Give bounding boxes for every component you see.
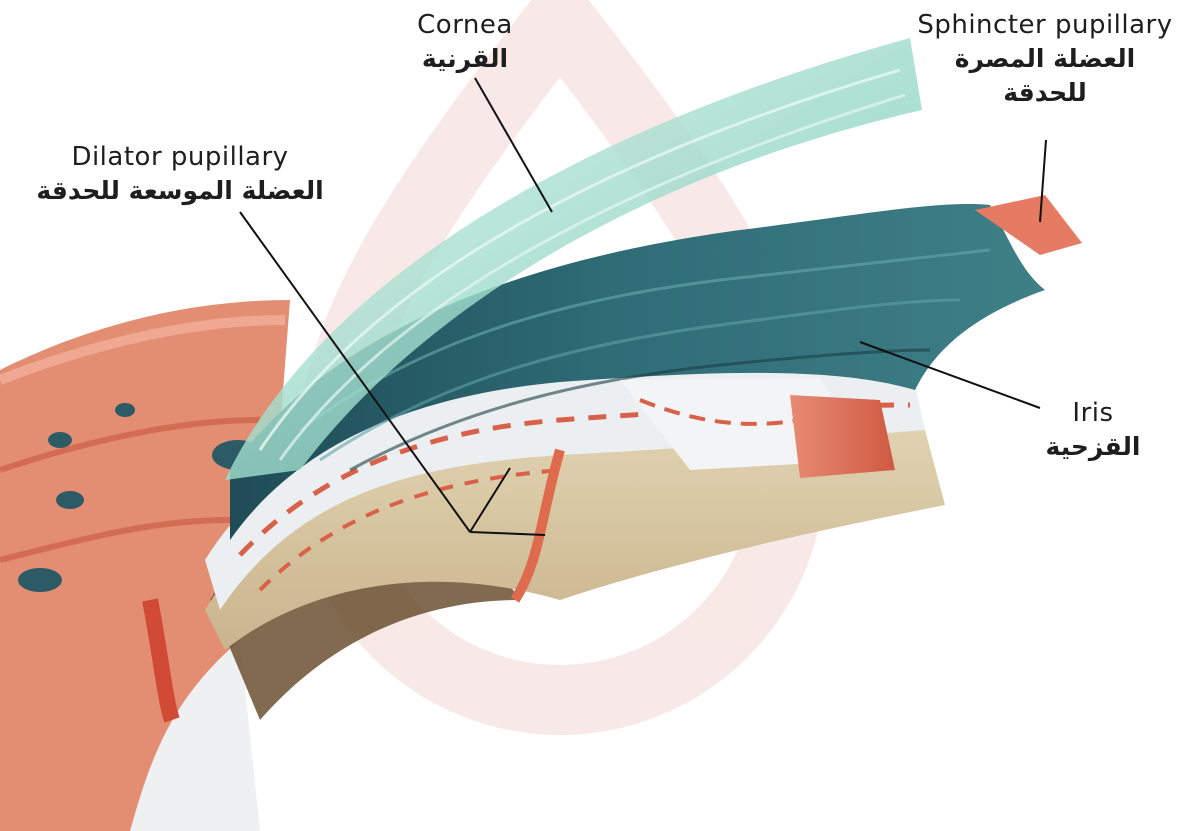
iris-label-ar: القزحية (1038, 430, 1148, 464)
dilator-label-en: Dilator pupillary (15, 140, 345, 174)
dilator-label: Dilator pupillary العضلة الموسعة للحدقة (15, 140, 345, 208)
sphincter-label-ar-line1: العضلة المصرة (895, 42, 1195, 76)
iris-label-en: Iris (1038, 396, 1148, 430)
cornea-label: Cornea القرنية (395, 8, 535, 76)
dilator-label-ar: العضلة الموسعة للحدقة (15, 174, 345, 208)
cornea-label-en: Cornea (395, 8, 535, 42)
sphincter-muscle-block (790, 395, 895, 478)
iris-label: Iris القزحية (1038, 396, 1148, 464)
sphincter-label: Sphincter pupillary العضلة المصرة للحدقة (895, 8, 1195, 110)
sphincter-label-ar-line2: للحدقة (895, 76, 1195, 110)
cornea-label-ar: القرنية (395, 42, 535, 76)
sphincter-label-en: Sphincter pupillary (895, 8, 1195, 42)
